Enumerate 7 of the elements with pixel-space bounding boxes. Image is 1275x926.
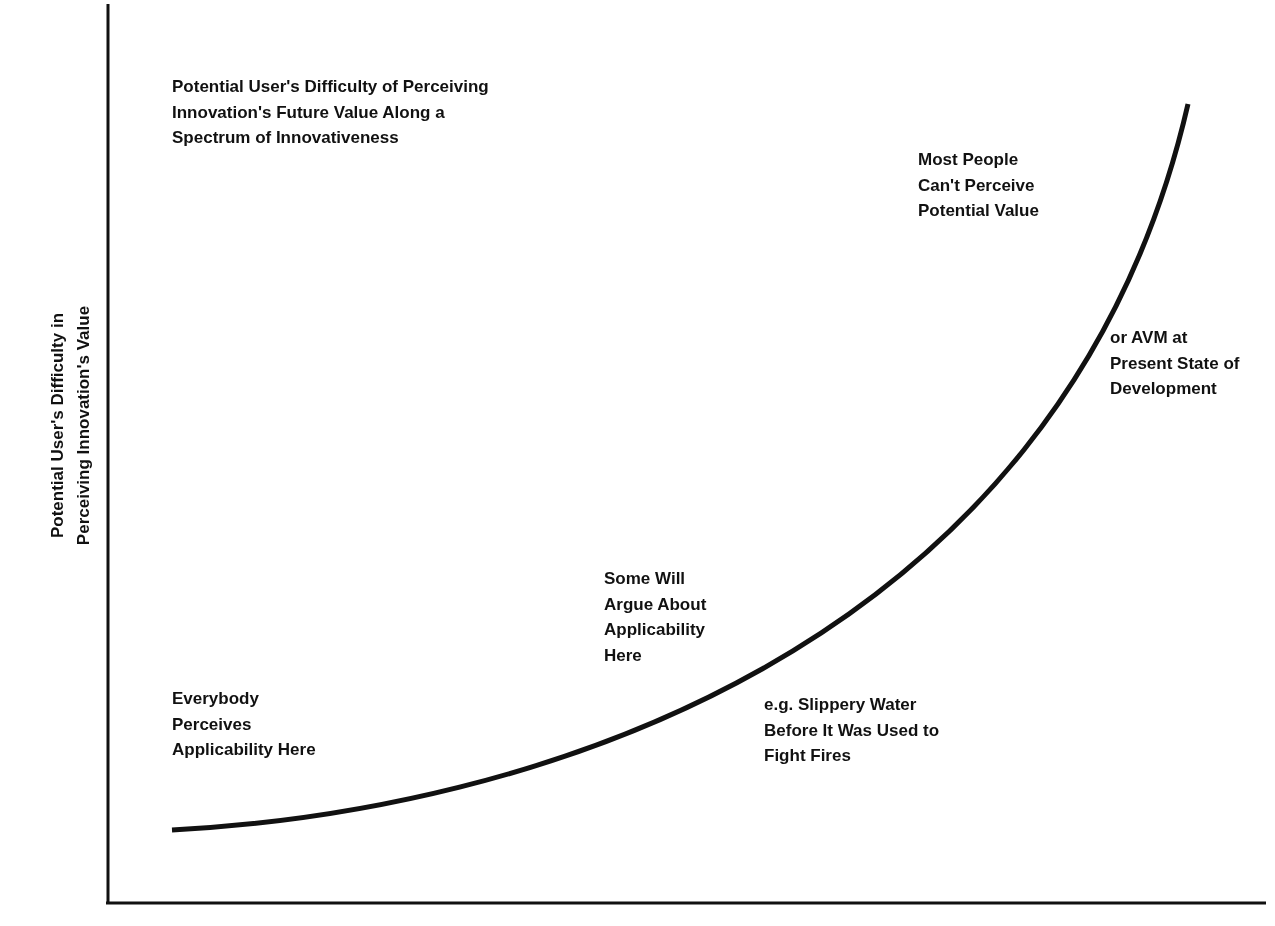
annotation: e.g. Slippery Water Before It Was Used to Fight Fires [764,694,941,767]
annotation: Some Will Argue About Applicability Here [604,568,708,667]
annotation: Everybody Perceives Applicability Here [172,688,317,761]
annotation: or AVM at Present State of Development [1110,327,1241,400]
axis-label: Potential User's Difficulty in Perceiving Innovation's Value [46,304,93,548]
chart-title: Potential User's Difficulty of Perceiving Innovation's Future Value Along a Spectrum of Innovativeness [172,76,490,149]
annotation: Most People Can't Perceive Potential Value [918,149,1040,222]
